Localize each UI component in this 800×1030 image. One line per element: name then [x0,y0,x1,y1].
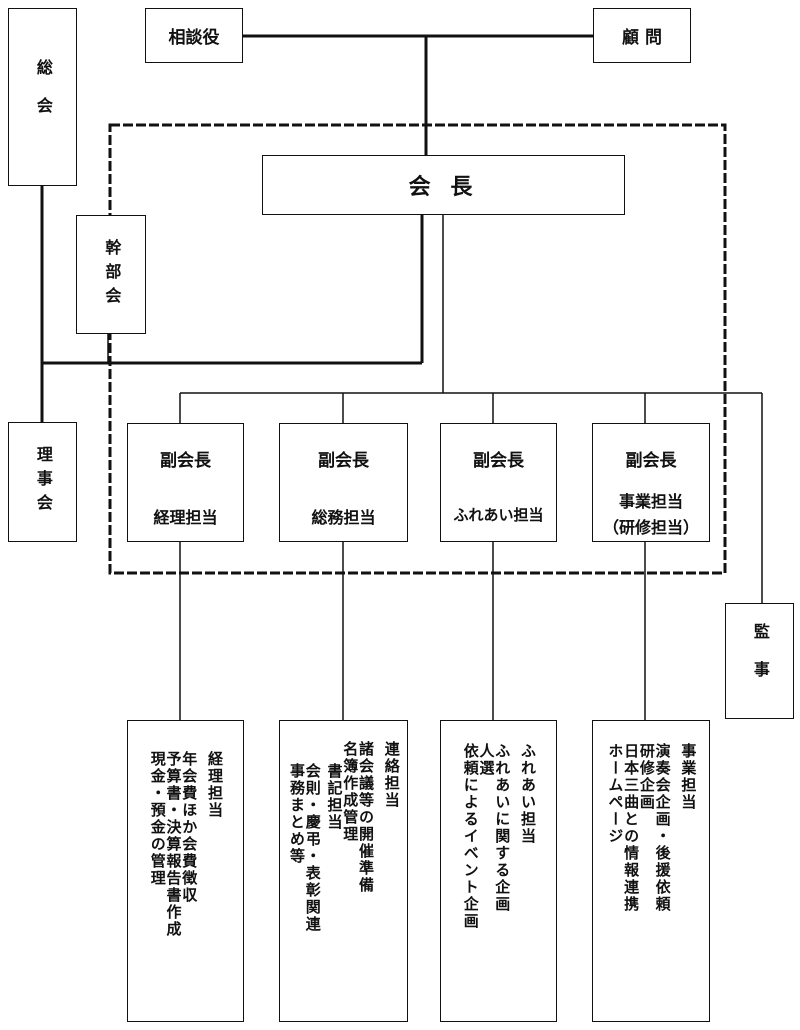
vice-president-box-finance: 副会長 経理担当 [127,423,244,542]
duty-line: 研修企画 [637,743,656,811]
duty-line: 年会費ほか会費徴収 [180,751,199,904]
duty-head: ふれあい担当 [519,743,537,845]
duty-line: 演奏会企画・後援依頼 [653,743,672,913]
auditor-box: 監事 [725,603,794,719]
vice-president-title: 副会長 [160,451,211,471]
vice-president-role: 経理担当 [153,508,218,527]
vice-president-role-sub: （研修担当） [602,518,699,537]
duty-line: 予算書・決算報告書作成 [164,751,183,938]
executive-frame [108,123,727,575]
vice-president-title: 副会長 [625,451,677,471]
duty-line: 依頼によるイベント企画 [461,743,480,930]
advisor-left-label: 相談役 [168,28,220,48]
vice-president-role: 事業担当 [618,492,683,511]
duty-box-finance: 経理担当 年会費ほか会費徴収 予算書・決算報告書作成 現金・預金の管理 [127,720,244,1022]
vice-president-role: 総務担当 [311,508,376,527]
duty-box-fureai: ふれあい担当 ふれあいに関する企画 人選 依頼によるイベント企画 [440,720,557,1022]
board-box: 理事会 [8,422,77,542]
duty-line: 諸会議等の開催準備 [357,741,375,894]
duty-head: 連絡担当 [382,741,401,809]
vice-president-box-general: 副会長 総務担当 [279,423,408,542]
duty-head: 書記担当 [325,763,344,831]
vice-president-box-fureai: 副会長 ふれあい担当 [440,423,557,542]
duty-box-events: 事業担当 演奏会企画・後援依頼 研修企画 日本三曲との情報連携 ホームページ [592,720,710,1022]
executive-meeting-box: 幹部会 [76,215,146,334]
advisor-left-box: 相談役 [145,8,243,63]
president-label: 会 長 [408,174,479,200]
vice-president-title: 副会長 [318,451,369,471]
vice-president-role: ふれあい担当 [453,506,544,524]
duty-head: 経理担当 [206,751,224,819]
duty-head: 事業担当 [679,743,698,811]
duty-line: ふれあいに関する企画 [493,743,512,913]
duty-line: 日本三曲との情報連携 [622,743,641,913]
duty-line: 事務まとめ等 [288,763,306,865]
auditor-label: 監事 [750,623,770,699]
advisor-right-box: 顧 問 [593,8,691,63]
vice-president-title: 副会長 [473,451,524,471]
duty-box-general: 連絡担当 諸会議等の開催準備 名簿作成管理 書記担当 会則・慶弔・表彰関連 事務… [279,720,408,1022]
president-box: 会 長 [262,155,625,215]
general-meeting-box: 総会 [8,8,77,186]
duty-line: 会則・慶弔・表彰関連 [303,763,322,933]
advisor-right-label: 顧 問 [622,28,662,48]
general-meeting-label: 総会 [33,59,53,135]
vice-president-box-events: 副会長 事業担当 （研修担当） [592,423,710,542]
duty-line: 人選 [477,743,496,777]
duty-line: 名簿作成管理 [341,741,360,843]
duty-line: 現金・預金の管理 [148,751,167,887]
board-label: 理事会 [33,446,53,518]
executive-meeting-label: 幹部会 [102,238,122,311]
duty-line: ホームページ [606,743,625,845]
